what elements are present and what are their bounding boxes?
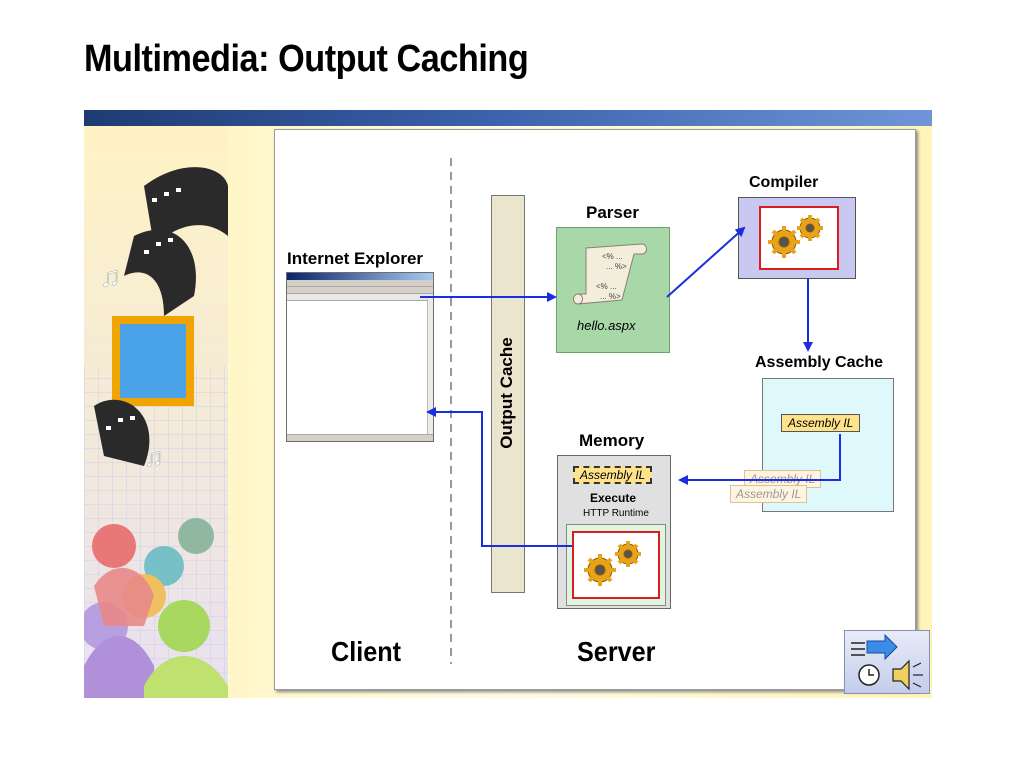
browser-toolbar [287, 287, 433, 294]
slide-title: Multimedia: Output Caching [84, 38, 529, 80]
parser-title: Parser [586, 203, 639, 222]
server-label: Server [577, 636, 656, 667]
output-cache-bar [491, 195, 525, 593]
memory-title: Memory [579, 431, 645, 450]
clock-speaker-arrow-icon [851, 633, 923, 691]
browser-label: Internet Explorer [287, 249, 424, 268]
svg-text:♫: ♫ [100, 261, 121, 292]
gear-icon [768, 215, 823, 258]
browser-scrollbar [427, 299, 433, 435]
arrow-runtime-to-browser [426, 407, 572, 547]
compiler-title: Compiler [749, 174, 819, 191]
runtime-inner-box [572, 531, 660, 599]
arrow-cache-to-memory [678, 434, 841, 485]
filmstrip-people-illustration: ♫ ♫ [84, 126, 228, 698]
assembly-cache-tag: Assembly IL [781, 414, 861, 432]
runtime-label: HTTP Runtime [583, 508, 649, 519]
assembly-cache-title: Assembly Cache [755, 354, 884, 371]
arrow-parser-to-compiler [666, 226, 746, 298]
scroll-text-3: <% ... [596, 282, 617, 291]
parser-file-name: hello.aspx [577, 318, 636, 333]
client-label: Client [331, 636, 402, 667]
scroll-text-4: ... %> [600, 292, 621, 301]
execute-label: Execute [590, 491, 637, 505]
browser-address-bar [287, 294, 433, 301]
decorative-art: ♫ ♫ [84, 126, 228, 698]
browser-statusbar [287, 434, 433, 441]
media-button[interactable] [844, 630, 930, 694]
scroll-text-1: <% ... [602, 252, 623, 261]
scroll-text-2: ... %> [606, 262, 627, 271]
title-band [84, 110, 932, 126]
memory-assembly-tag: Assembly IL [573, 466, 653, 484]
gear-icon [584, 541, 641, 586]
browser-window [286, 272, 434, 442]
scroll-document-icon [573, 243, 647, 305]
svg-text:♫: ♫ [144, 442, 164, 472]
assembly-ghost-tag-2: Assembly IL [730, 485, 808, 503]
browser-menubar [287, 280, 433, 287]
browser-titlebar [287, 273, 433, 280]
